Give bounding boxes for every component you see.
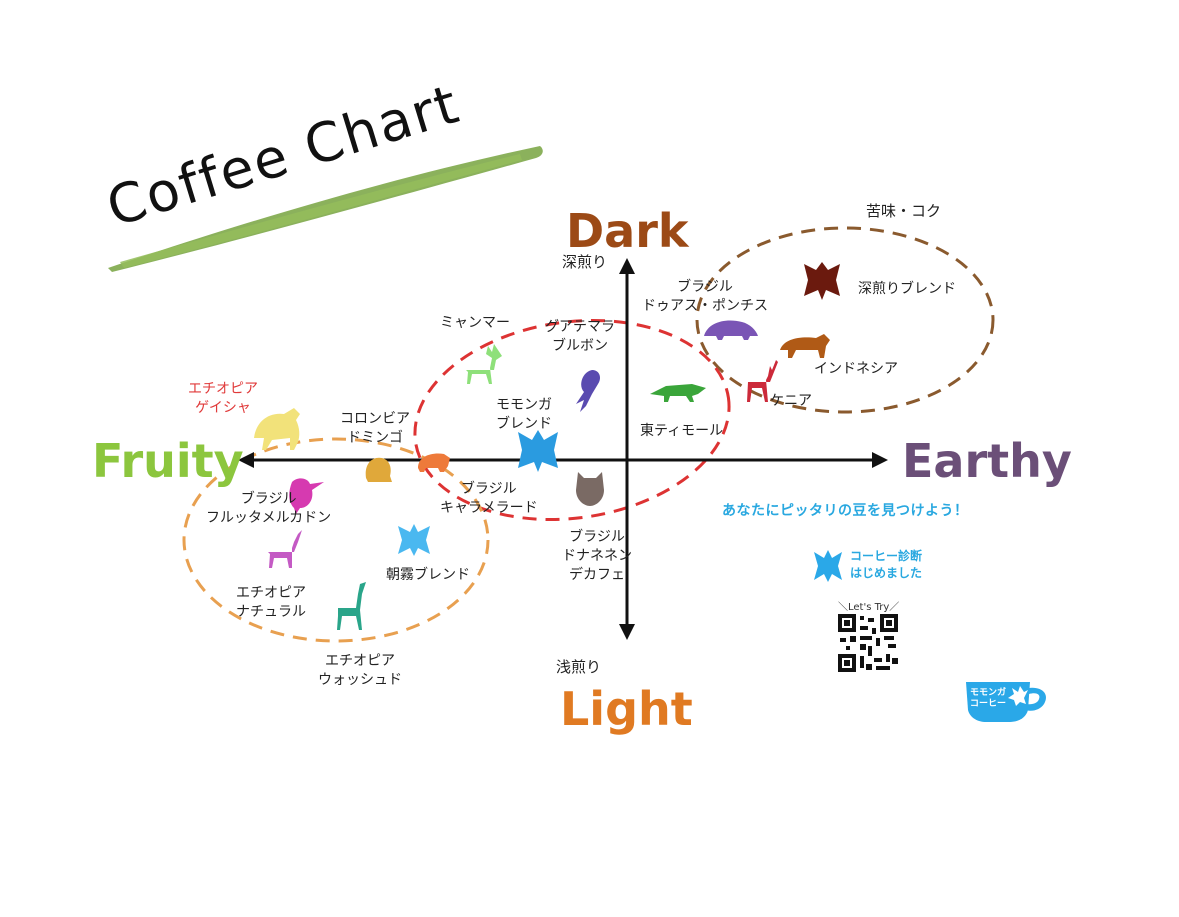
coffee-label-myanmar: ミャンマー — [440, 314, 510, 333]
coffee-label-east-timor: 東ティモール — [640, 422, 723, 441]
bitter-cluster-label: 苦味・コク — [866, 202, 942, 220]
coffee-label-line: ブラジル — [677, 279, 733, 295]
coffee-label-line: ドゥアス・ポンチス — [642, 298, 768, 314]
capybara-icon — [418, 453, 450, 472]
bitter-cluster-ellipse — [695, 226, 995, 414]
coffee-label-line: ブレンド — [496, 416, 552, 432]
axis-bottom-word: Light — [560, 682, 693, 736]
axis-right-word: Earthy — [902, 434, 1072, 488]
down-arrowhead-icon — [619, 624, 635, 640]
coffee-label-line: ウォッシュド — [318, 672, 402, 688]
coffee-label-ethiopia-natural: エチオピアナチュラル — [236, 584, 306, 622]
coffee-label-dark-blend: 深煎りブレンド — [858, 280, 956, 299]
coffee-label-line: フルッタメルカドン — [206, 510, 332, 526]
coffee-label-line: デカフェ — [569, 567, 625, 583]
coffee-label-line: 深煎りブレンド — [858, 281, 956, 297]
up-arrowhead-icon — [619, 258, 635, 274]
coffee-label-line: ブラジル — [240, 491, 297, 507]
brand-logo: モモンガ コーヒー — [970, 688, 1006, 710]
coffee-label-morning-mist: 朝霧ブレンド — [386, 566, 470, 585]
flying-squirrel-icon — [814, 550, 842, 582]
coffee-cup-icon — [966, 682, 1047, 722]
giraffe-icon — [337, 582, 366, 630]
flying-squirrel-icon — [398, 524, 430, 556]
axis-left-word: Fruity — [92, 434, 244, 488]
coffee-label-brazil-fruta: ブラジルフルッタメルカドン — [206, 490, 331, 528]
logo-line-2: コーヒー — [970, 699, 1007, 709]
coffee-label-line: 朝霧ブレンド — [386, 567, 470, 583]
armadillo-icon — [704, 320, 758, 340]
toucan-icon — [289, 478, 324, 514]
lets-try-label: ＼Let's Try／ — [838, 602, 900, 613]
coffee-label-line: エチオピア — [325, 653, 395, 669]
coffee-label-line: 東ティモール — [640, 423, 724, 439]
owl-icon — [576, 472, 604, 506]
coffee-label-line: グアテマラ — [545, 319, 615, 335]
coffee-label-guatemala-bourbon: グアテマラブルボン — [545, 318, 615, 356]
coffee-label-line: ブラジル — [460, 481, 517, 497]
axis-top-word: Dark — [566, 204, 689, 258]
coffee-label-line: ミャンマー — [440, 315, 510, 331]
right-arrowhead-icon — [872, 452, 888, 468]
coffee-label-ethiopia-geisha: エチオピアゲイシャ — [188, 380, 258, 418]
coffee-label-line: エチオピア — [188, 381, 258, 397]
coffee-label-line: ブラジル — [569, 529, 625, 545]
coffee-label-line: ゲイシャ — [195, 400, 251, 416]
tagline: あなたにピッタリの豆を見つけよう！ — [722, 503, 969, 519]
axis-bottom-sub: 浅煎り — [556, 658, 602, 676]
title-brush-stroke-2 — [120, 154, 522, 268]
coffee-label-line: ナチュラル — [236, 604, 306, 620]
coffee-label-indonesia: インドネシア — [814, 360, 898, 379]
logo-line-1: モモンガ — [970, 688, 1007, 698]
coffee-label-line: キャラメラード — [440, 500, 538, 516]
coffee-label-line: ドナネネン — [562, 548, 632, 564]
flying-squirrel-icon — [804, 262, 840, 300]
left-arrowhead-icon — [238, 452, 254, 468]
coffee-label-kenya: ケニア — [770, 392, 812, 411]
coffee-label-brazil-dois-pontes: ブラジルドゥアス・ポンチス — [642, 278, 768, 316]
coffee-label-line: モモンガ — [496, 397, 552, 413]
fruity-cluster-ellipse — [182, 437, 490, 643]
coffee-label-ethiopia-washed: エチオピアウォッシュド — [318, 652, 402, 690]
parrot-icon — [576, 370, 600, 412]
coffee-label-line: ケニア — [770, 393, 812, 409]
coffee-label-line: インドネシア — [814, 361, 898, 377]
coffee-label-colombia-domingo: コロンビアドミンゴ — [340, 410, 410, 448]
axis-top-sub: 深煎り — [562, 253, 608, 271]
coffee-label-line: ブルボン — [552, 338, 608, 354]
middle-cluster-ellipse — [413, 318, 731, 522]
gazelle-icon — [747, 360, 778, 402]
deer-icon — [466, 344, 502, 384]
crocodile-icon — [650, 384, 706, 402]
coffee-label-brazil-decaf: ブラジルドナネネンデカフェ — [562, 528, 632, 585]
qr-code-icon — [838, 614, 898, 672]
promo-line-1: コーヒー診断 — [850, 549, 923, 563]
promo-line-2: はじめました — [850, 566, 923, 580]
coffee-label-line: エチオピア — [236, 585, 306, 601]
hyena-icon — [254, 408, 300, 450]
monkey-icon — [365, 457, 392, 482]
coffee-label-brazil-caramel: ブラジルキャラメラード — [440, 480, 538, 518]
coffee-label-line: ドミンゴ — [347, 430, 403, 446]
coffee-label-line: コロンビア — [340, 411, 410, 427]
deer-icon — [268, 530, 302, 568]
tiger-icon — [780, 334, 830, 358]
coffee-label-momonga-blend: モモンガブレンド — [496, 396, 552, 434]
flying-squirrel-icon — [518, 430, 558, 472]
diagnosis-promo[interactable]: コーヒー診断 はじめました — [850, 548, 922, 582]
